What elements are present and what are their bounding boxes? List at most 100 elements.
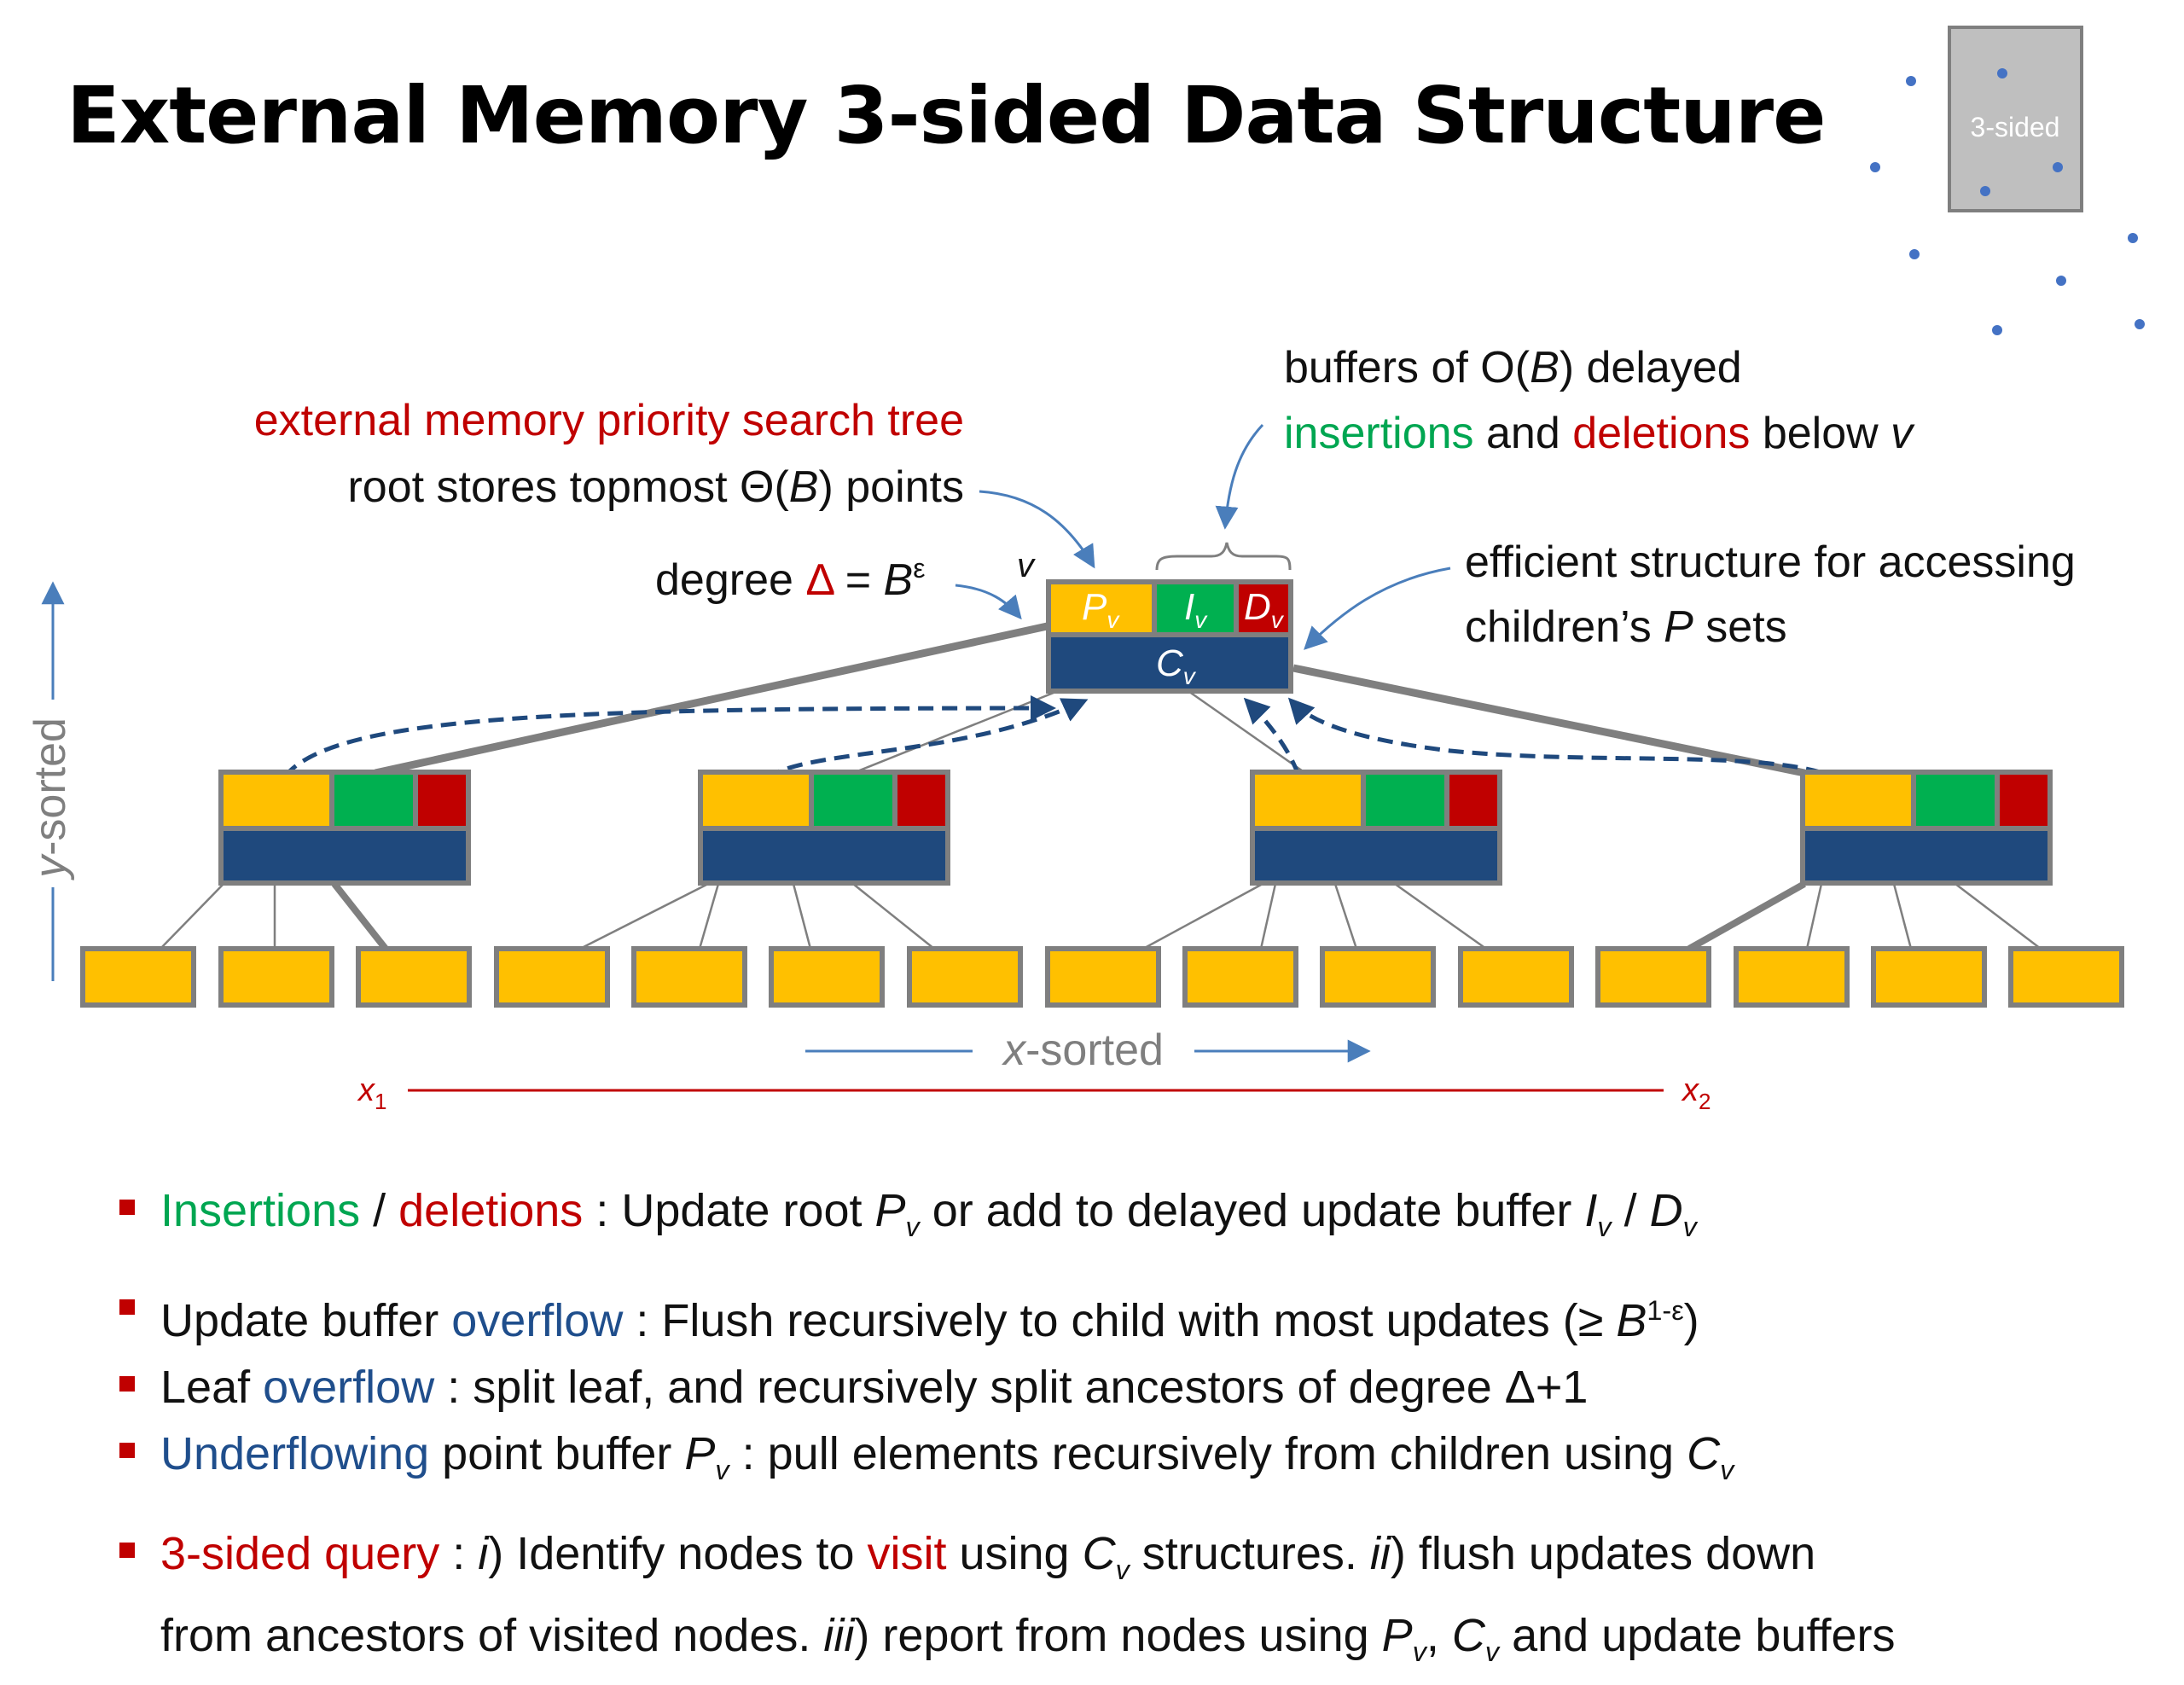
child-node-4 bbox=[1800, 770, 2053, 886]
bullet-term-deletions: deletions bbox=[398, 1185, 584, 1236]
bullet-text: v bbox=[1682, 1211, 1697, 1242]
bullet-text: iii bbox=[823, 1610, 855, 1662]
root-node: Pv Iv Dv Cv bbox=[1046, 579, 1293, 694]
root-v-label: v bbox=[1017, 547, 1036, 584]
x-axis: x-sorted bbox=[805, 1026, 1371, 1075]
dashed-arrow-child2 bbox=[751, 698, 1089, 799]
child-I-buffer bbox=[1366, 775, 1444, 826]
root-P-label: Pv bbox=[1082, 586, 1120, 633]
bullet-text: I bbox=[1584, 1185, 1598, 1236]
edge-root-child1 bbox=[375, 621, 1052, 777]
bullet-text: ) report from nodes using bbox=[854, 1610, 1382, 1662]
bullet-text: P bbox=[684, 1427, 716, 1479]
leaf bbox=[1595, 946, 1711, 1008]
bullet-marker bbox=[119, 1200, 135, 1215]
leaf bbox=[907, 946, 1023, 1008]
edge-c2-leaf7 bbox=[852, 883, 935, 950]
bullet-text: structures. bbox=[1129, 1527, 1370, 1579]
bullet-insertions-deletions: Insertions / deletions : Update root Pv … bbox=[119, 1177, 1896, 1260]
leaf bbox=[1320, 946, 1436, 1008]
query-range: x1 x2 bbox=[357, 1072, 1711, 1114]
leaf bbox=[769, 946, 885, 1008]
edge-c3-leaf10 bbox=[1333, 883, 1358, 950]
leaf bbox=[1458, 946, 1574, 1008]
bullet-text: C bbox=[1082, 1527, 1116, 1579]
bullet-text: D bbox=[1649, 1185, 1683, 1236]
edge-c2-leaf4 bbox=[579, 882, 709, 950]
child-D-buffer bbox=[897, 775, 945, 826]
arrow-efficient bbox=[1304, 567, 1451, 650]
diagram: 3-sided bbox=[26, 26, 2145, 1114]
edge-c3-leaf9 bbox=[1259, 883, 1277, 950]
edge-c4-leaf12 bbox=[1687, 880, 1806, 952]
edge-c3-leaf11 bbox=[1394, 882, 1487, 950]
leaf bbox=[631, 946, 747, 1008]
arrow-buffers bbox=[1215, 423, 1264, 530]
bullet-text: C bbox=[1687, 1427, 1721, 1479]
bullet-leaf-overflow: Leaf overflow : split leaf, and recursiv… bbox=[119, 1354, 1896, 1421]
thumbnail-point bbox=[1980, 186, 1990, 196]
bullet-text: P bbox=[874, 1185, 906, 1236]
edge-c3-leaf8 bbox=[1142, 882, 1263, 950]
leaf bbox=[1045, 946, 1161, 1008]
bullet-marker bbox=[119, 1299, 135, 1315]
child-C-structure bbox=[703, 831, 945, 880]
root-D-buffer bbox=[1239, 584, 1288, 632]
thumbnail-point bbox=[2128, 233, 2138, 243]
arrow-root-stores bbox=[979, 490, 1095, 569]
thumbnail-points bbox=[1870, 68, 2145, 335]
annotation-buffers-line2: insertions and deletions below v bbox=[1284, 409, 1915, 458]
edge-c2-leaf6 bbox=[792, 883, 812, 950]
bullet-list: Insertions / deletions : Update root Pv … bbox=[119, 1177, 1896, 1685]
child-D-buffer bbox=[418, 775, 466, 826]
child-C-structure bbox=[1805, 831, 2048, 880]
brace-I-D bbox=[1155, 542, 1292, 571]
bullet-text: ) Identify nodes to bbox=[488, 1527, 868, 1579]
bullet-text: v bbox=[1597, 1211, 1612, 1242]
edge-c4-leaf13 bbox=[1805, 883, 1823, 950]
bullet-term-insertions: Insertions bbox=[160, 1185, 361, 1236]
bullet-term-underflowing: Underflowing bbox=[160, 1427, 430, 1479]
child-I-buffer bbox=[814, 775, 892, 826]
edge-c2-leaf5 bbox=[698, 883, 720, 950]
bullet-text: ) bbox=[1683, 1294, 1699, 1346]
edge-c4-leaf15 bbox=[1955, 883, 2042, 950]
bullet-text: or add to delayed update buffer bbox=[919, 1185, 1585, 1236]
x-axis-label: x-sorted bbox=[1001, 1026, 1164, 1075]
leaf bbox=[356, 946, 472, 1008]
child-P-buffer bbox=[224, 775, 329, 826]
thumbnail-label: 3-sided bbox=[1971, 112, 2060, 142]
bullet-text: v bbox=[715, 1454, 729, 1485]
child-D-buffer bbox=[1449, 775, 1497, 826]
bullet-text: v bbox=[1412, 1636, 1426, 1668]
bullet-text: v bbox=[1484, 1636, 1500, 1668]
bullet-text: : Update root bbox=[583, 1185, 875, 1236]
annotation-em-pst: external memory priority search tree bbox=[254, 396, 964, 445]
y-axis: y-sorted bbox=[26, 581, 75, 981]
child-P-buffer bbox=[703, 775, 809, 826]
child-node-1 bbox=[218, 770, 471, 886]
thumbnail-point bbox=[1906, 76, 1916, 86]
thumbnail-box bbox=[1948, 26, 2083, 212]
thumbnail-point bbox=[1909, 249, 1920, 259]
bullet-text: i bbox=[478, 1527, 489, 1579]
bullet-text: : Flush recursively to child with most u… bbox=[623, 1294, 1617, 1346]
bullet-text: B bbox=[1616, 1294, 1647, 1346]
edge-c1-leaf1 bbox=[160, 883, 224, 950]
root-C-structure bbox=[1051, 637, 1288, 689]
bullet-text: and update buffers bbox=[1499, 1610, 1896, 1662]
bullet-underflowing: Underflowing point buffer Pv : pull elem… bbox=[119, 1421, 1896, 1503]
annotation-buffers-line1: buffers of O(B) delayed bbox=[1284, 343, 1742, 392]
bullet-text: C bbox=[1451, 1610, 1485, 1662]
leaf bbox=[1182, 946, 1298, 1008]
bullet-text: ) flush updates down bbox=[1390, 1527, 1816, 1579]
bullet-text: using bbox=[946, 1527, 1083, 1579]
child-node-3 bbox=[1250, 770, 1502, 886]
child-I-buffer bbox=[1916, 775, 1995, 826]
bullet-text: from ancestors of visited nodes. bbox=[160, 1610, 824, 1662]
bullet-text: Leaf bbox=[160, 1361, 264, 1413]
annotation-degree: degree Δ = Bε bbox=[655, 553, 925, 605]
bullet-text: v bbox=[905, 1211, 920, 1242]
edge-root-child2 bbox=[852, 688, 1063, 775]
bullet-text: P bbox=[1381, 1610, 1413, 1662]
